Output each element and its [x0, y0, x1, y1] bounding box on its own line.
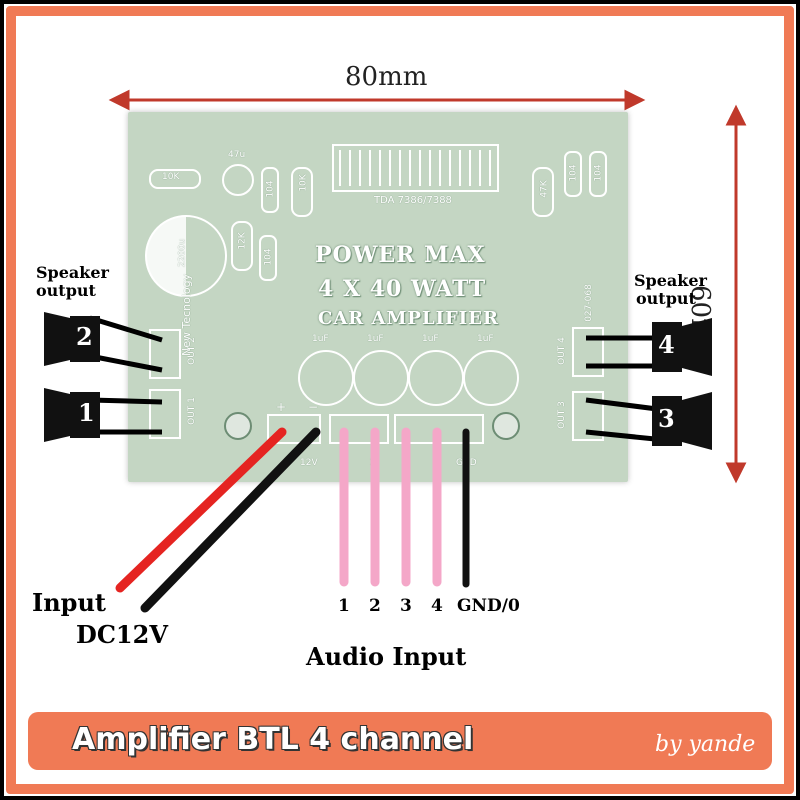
cap-104-2 [259, 235, 277, 281]
silk-1uf-3: 1uF [422, 334, 439, 344]
audio-terminal-left [329, 414, 389, 444]
power-text: 12V [300, 458, 318, 468]
resistor-10k-2 [291, 167, 313, 217]
cap-104-3 [564, 151, 582, 197]
cap-47u [222, 164, 254, 196]
speaker-number-2: 2 [76, 322, 93, 351]
speaker-output-label-left-1: Speaker [36, 263, 109, 282]
speaker-output-label-right-2: output [636, 289, 696, 308]
speaker-wires-left [89, 315, 163, 435]
audio-number-2: 2 [369, 596, 381, 616]
connector-out3 [572, 391, 604, 441]
power-terminal [267, 414, 321, 444]
resistor-10k-1 [149, 169, 201, 189]
speaker-4-icon [652, 318, 712, 376]
resistor-12k [231, 221, 253, 271]
input-cap-4 [463, 350, 519, 406]
cap-2200u-stripe [146, 216, 186, 296]
speaker-3-icon [652, 392, 712, 450]
ic-chip-pins [339, 150, 491, 186]
board-title: POWER MAX [315, 242, 486, 268]
height-arrow-bottom-head [725, 462, 747, 484]
connector-out2 [149, 329, 181, 379]
input-label: Input [32, 588, 106, 617]
plus-sign: + [276, 400, 287, 414]
audio-wires [339, 427, 442, 587]
audio-input-label: Audio Input [306, 642, 467, 671]
inner-frame [6, 6, 794, 794]
speaker-number-4: 4 [658, 330, 675, 359]
audio-number-3: 3 [400, 596, 412, 616]
banner-title: Amplifier BTL 4 channel [72, 722, 474, 757]
chip-label: TDA 7386/7388 [374, 195, 452, 206]
mount-hole-left [224, 412, 252, 440]
width-label: 80mm [345, 62, 428, 92]
dc-label: DC12V [76, 620, 168, 649]
wire-black [140, 427, 321, 613]
speaker-2-icon [44, 312, 100, 366]
resistor-47k [532, 167, 554, 217]
bottom-banner [28, 712, 772, 770]
connector-out4 [572, 327, 604, 377]
silk-1uf-2: 1uF [367, 334, 384, 344]
silk-10k-1: 10K [162, 172, 180, 182]
minus-sign: − [308, 400, 319, 414]
silk-47u: 47u [228, 150, 246, 160]
silk-1uf-4: 1uF [477, 334, 494, 344]
mount-hole-right [492, 412, 520, 440]
board-subtitle: 4 X 40 WATT [318, 276, 487, 302]
width-arrow-right-head [624, 89, 646, 111]
gnd-label: GND/0 [457, 596, 520, 616]
speaker-number-1: 1 [78, 398, 95, 427]
connector-out1 [149, 389, 181, 439]
speaker-output-label-left-2: output [36, 281, 96, 300]
banner-signature: by yande [655, 732, 756, 757]
width-arrow-left-head [108, 89, 130, 111]
board-subtitle-2: CAR AMPLIFIER [318, 308, 499, 329]
speaker-output-label-right-1: Speaker [634, 271, 707, 290]
wire-red [115, 427, 287, 593]
silk-1uf-1: 1uF [312, 334, 329, 344]
ic-chip-outline [332, 144, 499, 192]
speaker-number-3: 3 [658, 404, 675, 433]
audio-number-1: 1 [338, 596, 350, 616]
speaker-wires-right [585, 335, 666, 443]
audio-number-4: 4 [431, 596, 443, 616]
height-arrow-top-head [725, 104, 747, 126]
speaker-1-icon [44, 388, 100, 442]
cap-104-1 [261, 167, 279, 213]
cap-104-4 [589, 151, 607, 197]
pcb-board [128, 112, 628, 482]
